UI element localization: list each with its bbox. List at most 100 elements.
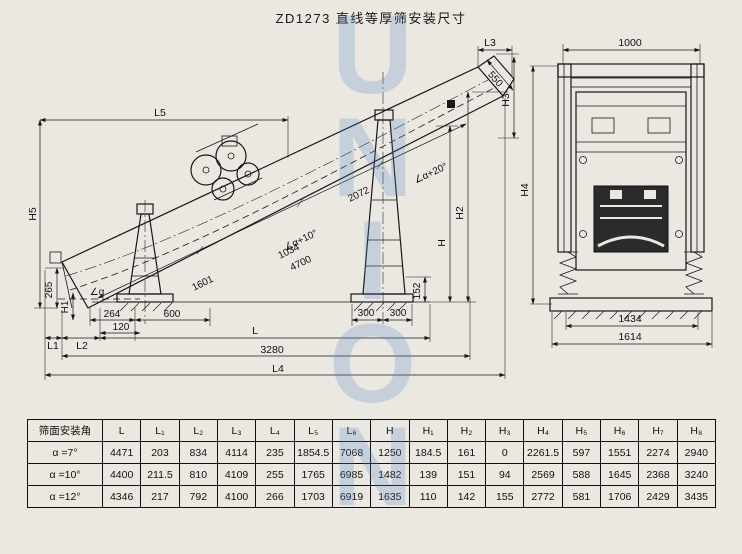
dimension-cell: 2274 [638, 441, 678, 464]
isolation-springs [558, 251, 704, 295]
drawing-title: ZD1273 直线等厚筛安装尺寸 [275, 11, 467, 26]
dim-label-300b: 300 [390, 308, 407, 319]
dimension-cell: 4471 [101, 441, 142, 464]
dim-label-l3: L3 [484, 37, 496, 49]
dim-label-1601: 1601 [190, 274, 215, 294]
left-column [557, 63, 572, 253]
right-column [690, 63, 705, 253]
dimension-cell: 139 [408, 463, 448, 486]
drive-cluster [190, 123, 263, 201]
dim-label-264: 264 [104, 309, 121, 320]
dimension-cell: 597 [561, 441, 602, 464]
dimension-cell: 203 [140, 441, 180, 464]
dimension-cell: 255 [255, 463, 295, 486]
dimension-cell: 2368 [638, 463, 678, 486]
side-dimensions [34, 46, 519, 380]
dimension-cell: 4109 [216, 463, 257, 486]
dim-label-l5: L5 [154, 107, 166, 119]
table-header-col: H₃ [485, 419, 525, 442]
dimension-cell: 161 [446, 441, 487, 464]
dim-label-1000: 1000 [618, 37, 642, 49]
row-angle-cell: α =7° [27, 441, 103, 464]
dimension-cell: 6985 [331, 463, 372, 486]
table-header-col: L₃ [216, 419, 257, 442]
table-header-col: H₇ [638, 419, 678, 442]
dim-label-152: 152 [412, 282, 423, 299]
table-header-col: L₁ [140, 419, 180, 442]
dimension-cell: 1482 [370, 463, 410, 486]
second-beam [570, 77, 692, 88]
dimension-cell: 4400 [101, 463, 142, 486]
dimension-cell: 1635 [370, 485, 410, 508]
dimension-cell: 1250 [370, 441, 410, 464]
dim-label-3280: 3280 [260, 344, 284, 356]
dim-label-h1: H1 [60, 300, 71, 313]
table-header-col: H₈ [676, 419, 717, 442]
table-header-angle: 筛面安装角 [27, 419, 103, 442]
dim-label-300a: 300 [358, 308, 375, 319]
dim-label-1614: 1614 [618, 331, 642, 343]
dimension-cell: 3435 [676, 485, 717, 508]
dim-label-h2: H2 [454, 206, 466, 220]
row-angle-cell: α =12° [27, 485, 103, 508]
dim-label-1434: 1434 [618, 313, 642, 325]
dim-label-angle20: ∠α+20° [412, 161, 449, 186]
dim-label-h: H [436, 239, 448, 247]
table-header-col: L [101, 419, 142, 442]
deck-chain-dimension [97, 123, 467, 299]
side-view: L5 H5 265 H1 L3 550 H3 H2 H 152 264 600 … [27, 37, 519, 380]
dimension-cell: 1703 [293, 485, 333, 508]
dimension-cell: 155 [485, 485, 525, 508]
dimension-cell: 834 [178, 441, 218, 464]
dimension-cell: 4100 [216, 485, 257, 508]
feed-end-bracket [61, 261, 73, 309]
dim-label-l2: L2 [76, 340, 88, 352]
dimension-cell: 142 [446, 485, 487, 508]
dimension-cell: 1645 [600, 463, 640, 486]
dim-label-2072: 2072 [346, 185, 371, 205]
dimension-cell: 6919 [331, 485, 372, 508]
dimension-cell: 266 [255, 485, 295, 508]
dimension-cell: 1706 [600, 485, 640, 508]
table-header-col: L₄ [255, 419, 295, 442]
dimension-cell: 235 [255, 441, 295, 464]
dimension-cell: 211.5 [140, 463, 180, 486]
technical-drawing: L5 H5 265 H1 L3 550 H3 H2 H 152 264 600 … [27, 37, 713, 380]
dim-label-265: 265 [44, 281, 55, 298]
base-hatching [553, 310, 703, 320]
dimension-cell: 581 [561, 485, 602, 508]
base-frame [549, 297, 713, 312]
dimension-cell: 94 [485, 463, 525, 486]
dim-label-h4: H4 [519, 183, 531, 197]
dim-label-l1: L1 [47, 340, 59, 352]
dim-label-l: L [252, 325, 258, 337]
dimension-cell: 2569 [523, 463, 563, 486]
dimension-cell: 217 [140, 485, 180, 508]
table-header-col: L₆ [331, 419, 372, 442]
front-dimension-labels: 1000 H4 1434 1614 [519, 37, 642, 343]
feed-end-detail [49, 251, 62, 264]
dimension-cell: 810 [178, 463, 218, 486]
dimension-cell: 588 [561, 463, 602, 486]
dimension-cell: 4114 [216, 441, 257, 464]
table-header-col: H [370, 419, 410, 442]
dimension-cell: 2772 [523, 485, 563, 508]
table-header-col: L₅ [293, 419, 333, 442]
dimension-cell: 4346 [101, 485, 142, 508]
front-dimensions [530, 44, 713, 348]
screen-body-outline [61, 66, 504, 309]
dimension-cell: 1551 [600, 441, 640, 464]
dim-label-l4: L4 [272, 363, 284, 375]
dimension-cell: 2429 [638, 485, 678, 508]
dim-label-120: 120 [113, 322, 130, 333]
dimension-cell: 2940 [676, 441, 717, 464]
table-header-col: L₂ [178, 419, 218, 442]
dimension-cell: 7068 [331, 441, 372, 464]
dimension-cell: 792 [178, 485, 218, 508]
front-view: 1000 H4 1434 1614 [519, 37, 713, 348]
dim-label-h3: H3 [500, 93, 512, 107]
